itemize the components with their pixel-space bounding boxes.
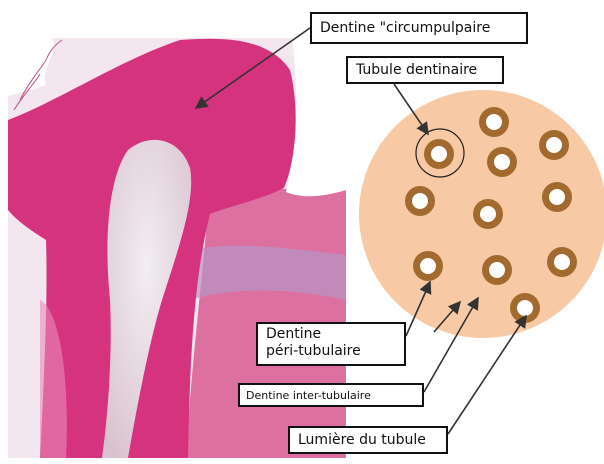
tubule-icon	[487, 147, 517, 177]
label-text: Dentine "circumpulpaire	[320, 20, 490, 36]
tubule-icon	[405, 186, 435, 216]
tubule-icon	[413, 251, 443, 281]
tubule-icon	[542, 182, 572, 212]
label-lumiere-du-tubule: Lumière du tubule	[288, 426, 448, 454]
label-text-line2: péri-tubulaire	[266, 343, 396, 360]
label-tubule-dentinaire: Tubule dentinaire	[346, 56, 504, 84]
tubule-icon	[473, 199, 503, 229]
label-text: Tubule dentinaire	[356, 62, 477, 78]
tubule-icon	[539, 130, 569, 160]
label-text: Lumière du tubule	[298, 432, 426, 448]
label-text-line1: Dentine	[266, 326, 396, 343]
tubule-icon	[547, 247, 577, 277]
tubule-icon	[424, 139, 454, 169]
label-dentine-peri-tubulaire: Dentine péri-tubulaire	[256, 322, 406, 366]
label-dentine-inter-tubulaire: Dentine inter-tubulaire	[238, 383, 424, 407]
tubule-icon	[482, 255, 512, 285]
label-dentine-circumpulpaire: Dentine "circumpulpaire	[310, 12, 528, 44]
label-text: Dentine inter-tubulaire	[246, 389, 371, 402]
tubule-icon	[479, 107, 509, 137]
